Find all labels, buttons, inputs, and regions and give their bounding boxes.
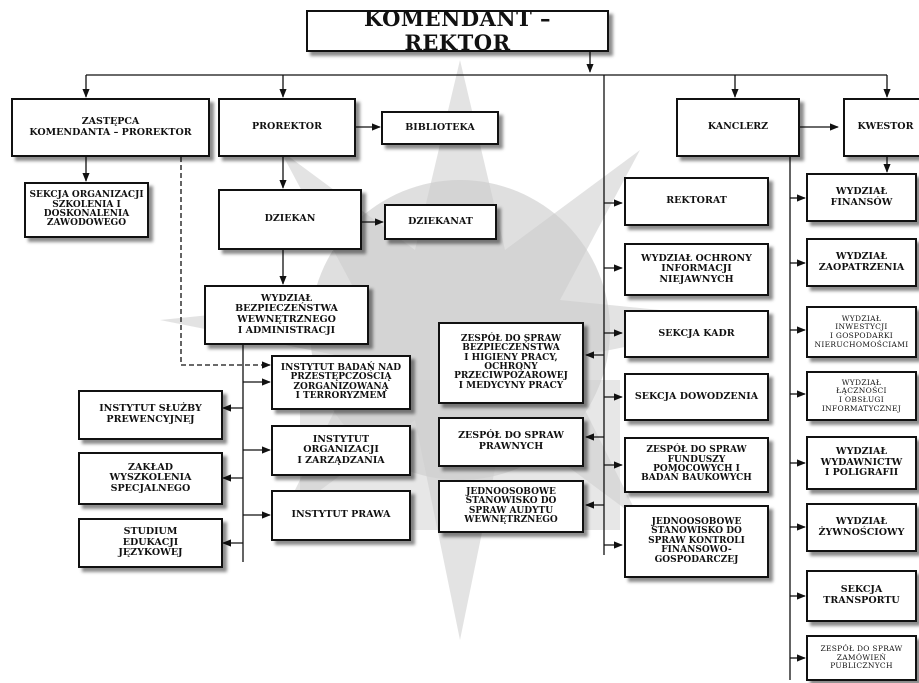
node-dziekan: DZIEKAN: [218, 189, 362, 250]
node-wydzial-ochrony-informacji: WYDZIAŁ OCHRONY INFORMACJI NIEJAWNYCH: [624, 243, 769, 296]
node-kwestor: KWESTOR: [843, 98, 919, 157]
node-instytut-badan: INSTYTUT BADAŃ NAD PRZESTĘPCZOŚCIĄ ZORGA…: [271, 355, 411, 410]
node-instytut-organizacji: INSTYTUT ORGANIZACJI I ZARZĄDZANIA: [271, 425, 411, 476]
node-jednoosobowe-kontroli: JEDNOOSOBOWE STANOWISKO DO SPRAW KONTROL…: [624, 505, 769, 578]
node-wydzial-inwestycji: WYDZIAŁ INWESTYCJI I GOSPODARKI NIERUCHO…: [806, 306, 917, 358]
node-wydzial-lacznosci: WYDZIAŁ ŁĄCZNOŚCI I OBSŁUGI INFORMATYCZN…: [806, 371, 917, 421]
node-sekcja-dowodzenia: SEKCJA DOWODZENIA: [624, 373, 769, 421]
node-komendant-rektor: KOMENDANT – REKTOR: [306, 10, 609, 52]
node-kanclerz: KANCLERZ: [676, 98, 800, 157]
node-wydzial-zywnosciowy: WYDZIAŁ ŻYWNOŚCIOWY: [806, 503, 917, 552]
node-zastepca-komendanta: ZASTĘPCA KOMENDANTA – PROREKTOR: [11, 98, 210, 157]
node-zespol-bhp: ZESPÓŁ DO SPRAW BEZPIECZEŃSTWA I HIGIENY…: [438, 322, 584, 404]
node-rektorat: REKTORAT: [624, 177, 769, 226]
node-prorektor: PROREKTOR: [218, 98, 356, 157]
node-dziekanat: DZIEKANAT: [384, 204, 497, 240]
node-zaklad-wyszkolenia: ZAKŁAD WYSZKOLENIA SPECJALNEGO: [78, 452, 223, 505]
node-instytut-prawa: INSTYTUT PRAWA: [271, 490, 411, 541]
node-jednoosobowe-audyt: JEDNOOSOBOWE STANOWISKO DO SPRAW AUDYTU …: [438, 480, 584, 533]
node-biblioteka: BIBLIOTEKA: [381, 111, 499, 145]
node-zespol-prawnych: ZESPÓŁ DO SPRAW PRAWNYCH: [438, 417, 584, 467]
node-sekcja-organizacji-szkolenia: SEKCJA ORGANIZACJI SZKOLENIA I DOSKONALE…: [24, 182, 149, 238]
node-sekcja-transportu: SEKCJA TRANSPORTU: [806, 570, 917, 622]
node-wydzial-bezpieczenstwa-wewnetrznego: WYDZIAŁ BEZPIECZEŃSTWA WEWNĘTRZNEGO I AD…: [204, 285, 369, 345]
node-zespol-zamowien: ZESPÓŁ DO SPRAW ZAMÓWIEŃ PUBLICZNYCH: [806, 635, 917, 681]
node-sekcja-kadr: SEKCJA KADR: [624, 310, 769, 358]
node-studium-edukacji: STUDIUM EDUKACJI JĘZYKOWEJ: [78, 518, 223, 568]
node-wydzial-finansow: WYDZIAŁ FINANSÓW: [806, 173, 917, 222]
node-wydzial-wydawnictw: WYDZIAŁ WYDAWNICTW I POLIGRAFII: [806, 436, 917, 490]
node-wydzial-zaopatrzenia: WYDZIAŁ ZAOPATRZENIA: [806, 238, 917, 287]
node-instytut-sluzby-prewencyjnej: INSTYTUT SŁUŻBY PREWENCYJNEJ: [78, 390, 223, 440]
node-zespol-funduszy: ZESPÓŁ DO SPRAW FUNDUSZY POMOCOWYCH I BA…: [624, 437, 769, 493]
